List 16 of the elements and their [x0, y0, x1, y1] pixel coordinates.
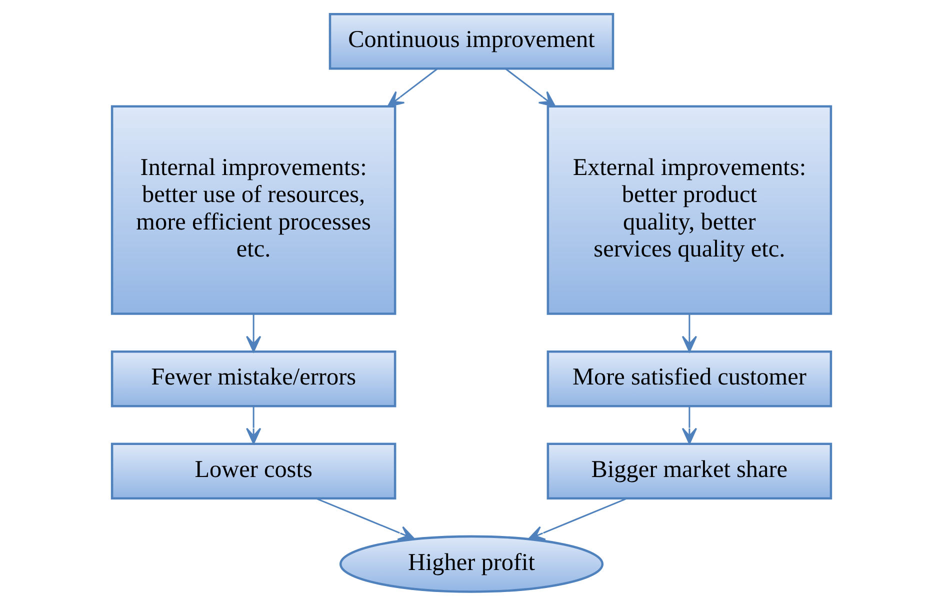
node-box: Continuous improvement [328, 12, 614, 70]
arrow [682, 314, 697, 352]
node-ellipse: Higher profit [339, 535, 604, 593]
node-box: External improvements: better product quality, better services quality etc. [546, 105, 832, 315]
arrow [682, 406, 697, 444]
node-box: More satisfied customer [546, 350, 832, 408]
node-box: Fewer mistake/errors [110, 350, 396, 408]
arrow [246, 314, 262, 352]
node-box: Lower costs [110, 442, 396, 500]
arrow [387, 68, 438, 108]
arrow [505, 68, 556, 108]
arrow [528, 498, 628, 540]
arrow [316, 498, 416, 540]
node-box: Bigger market share [546, 442, 832, 500]
arrow [246, 406, 262, 444]
node-box: Internal improvements: better use of resources, more efficient processes etc. [110, 105, 396, 315]
